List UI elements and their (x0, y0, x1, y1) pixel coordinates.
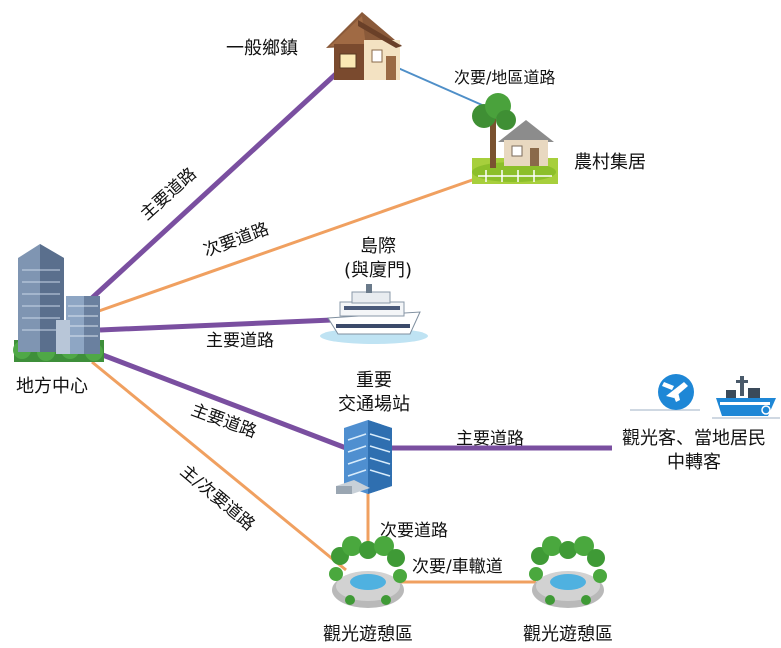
road-center-rural (95, 176, 479, 314)
node-recreation-1: 觀光遊憩區 (323, 624, 413, 645)
house-icon (326, 12, 402, 80)
node-township: 一般鄉鎮 (226, 38, 298, 59)
city-skyscrapers-icon (13, 244, 104, 362)
ferry-icon (320, 284, 428, 344)
label-hub-recreation-road: 次要道路 (380, 521, 448, 541)
label-hub-travelers-road: 主要道路 (456, 429, 524, 449)
node-island-line2: (與廈門) (344, 260, 412, 281)
node-transport-hub-line2: 交通場站 (338, 394, 410, 415)
node-travelers-line1-text: 觀光客、當地居民 (622, 428, 766, 449)
road-center-island (99, 317, 333, 333)
label-township-rural-road: 次要/地區道路 (454, 68, 555, 87)
node-local-center: 地方中心 (16, 376, 88, 397)
label-center-recreation-road: 主/次要道路 (176, 461, 258, 535)
road-lines (90, 67, 612, 584)
ship-icon (712, 376, 780, 419)
label-center-hub-road: 主要道路 (188, 400, 259, 442)
farmhouse-icon (472, 93, 558, 184)
node-travelers-line2: 中轉客 (667, 452, 721, 473)
airplane-icon (630, 374, 700, 411)
park-fountain-icon (529, 536, 607, 608)
node-transport-hub-line1: 重要 (356, 370, 392, 391)
road-center-hub (99, 351, 347, 451)
label-center-township-road: 主要道路 (137, 164, 201, 224)
node-rural-settlement: 農村集居 (574, 152, 646, 173)
node-island-line1: 島際 (360, 236, 396, 257)
node-recreation-2: 觀光遊憩區 (523, 624, 613, 645)
road-center-recreation (91, 360, 347, 572)
park-fountain-icon (329, 536, 407, 608)
label-recreation-recreation-road: 次要/車轍道 (412, 557, 503, 577)
label-center-island-road: 主要道路 (206, 331, 274, 351)
road-center-township (90, 70, 340, 300)
office-building-icon (336, 420, 392, 494)
